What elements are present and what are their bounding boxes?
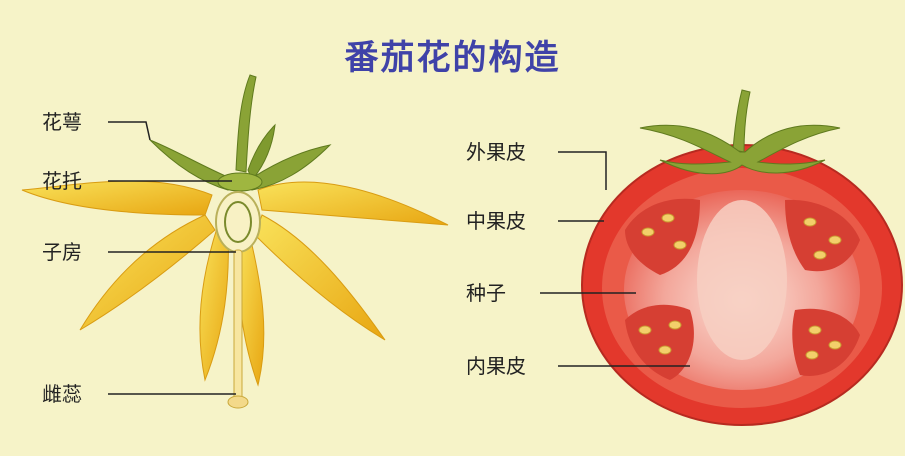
label-endocarp: 内果皮: [466, 354, 526, 378]
label-sepal: 花萼: [42, 110, 82, 134]
label-seed: 种子: [466, 281, 506, 305]
label-exocarp: 外果皮: [466, 140, 526, 164]
leader-exocarp: [558, 152, 606, 190]
core: [697, 200, 787, 360]
pistil: [234, 250, 242, 400]
petal: [80, 215, 215, 330]
label-pistil: 雌蕊: [42, 382, 82, 406]
petal: [255, 215, 385, 340]
petal: [200, 225, 228, 380]
stigma: [228, 396, 248, 408]
label-receptacle: 花托: [42, 169, 82, 193]
leader-sepal: [108, 122, 150, 140]
tomato-stem: [733, 90, 750, 152]
tomato-flower: [22, 75, 448, 408]
label-ovary: 子房: [42, 240, 82, 264]
receptacle: [218, 173, 262, 191]
petal: [258, 182, 448, 225]
tomato-fruit: [582, 90, 902, 425]
label-mesocarp: 中果皮: [466, 209, 526, 233]
